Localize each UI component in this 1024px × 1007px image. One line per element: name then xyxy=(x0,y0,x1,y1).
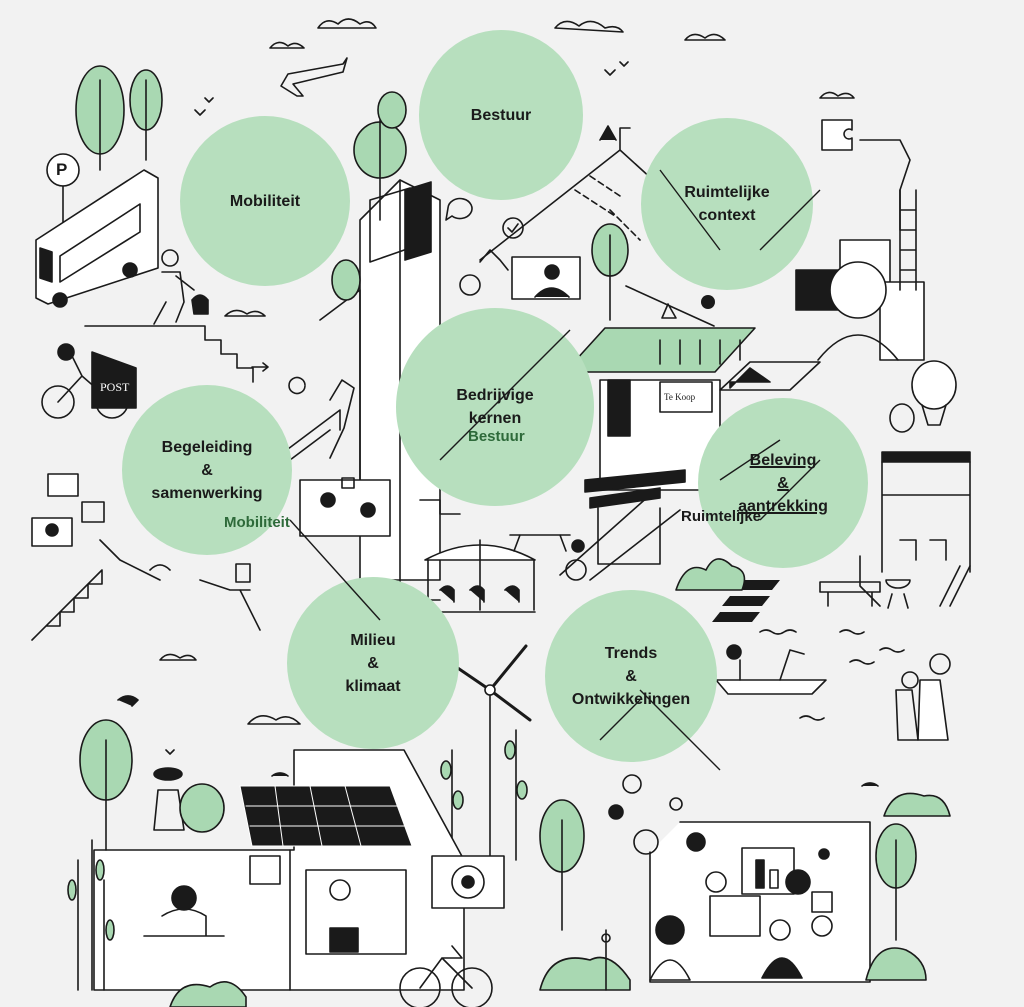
picnic-table-icon xyxy=(509,534,571,552)
solar-panel-icon xyxy=(239,785,413,847)
person-icon xyxy=(99,539,171,581)
bus-icon xyxy=(35,169,159,308)
cafe-building-icon xyxy=(881,451,971,573)
market-stall-icon xyxy=(589,487,661,565)
gardener-icon xyxy=(153,767,185,831)
kitchen-window-icon xyxy=(305,869,407,955)
heat-pump-icon xyxy=(431,855,505,909)
flower-icon xyxy=(601,929,611,991)
tree-icon xyxy=(331,91,407,301)
bubble-mobiliteit[interactable]: Mobiliteit xyxy=(180,116,350,286)
bamboo-icon xyxy=(67,839,115,991)
water-waves-icon xyxy=(759,629,905,721)
te-koop-sign-label: Te Koop xyxy=(664,392,696,402)
hot-air-balloon-icon xyxy=(889,360,957,433)
bubble-label: Milieu & klimaat xyxy=(345,631,401,695)
stairs-icon xyxy=(31,569,103,641)
parking-sign-label: P xyxy=(56,160,68,179)
bench-icon xyxy=(819,581,881,607)
light-bulb-icon xyxy=(622,774,683,811)
bush-icon xyxy=(883,792,951,817)
overlap-label-ruimtelijke: Ruimtelijke xyxy=(681,508,762,525)
shop-building-icon xyxy=(559,379,721,581)
bubble-label: Bestuur xyxy=(470,106,532,124)
bubble-label: Begeleiding & samenwerking xyxy=(151,438,263,502)
tree-icon xyxy=(75,65,163,171)
bicycle-icon xyxy=(399,945,493,1007)
bubble-label: Ruimtelijke context xyxy=(684,184,770,224)
barbecue-icon xyxy=(885,579,911,609)
person-icon xyxy=(859,555,881,607)
bubble-label: Mobiliteit xyxy=(229,192,301,210)
seesaw-icon xyxy=(625,285,715,327)
airplane-icon xyxy=(280,57,348,97)
waving-hand-icon xyxy=(479,249,509,271)
person-presenting-icon xyxy=(649,915,803,981)
bubble-label: Bedrijvige kernen xyxy=(456,387,534,427)
bubble-milieu-klimaat[interactable]: Milieu & klimaat xyxy=(287,577,459,749)
overlap-label-bestuur: Bestuur xyxy=(468,428,525,445)
person-with-dog-icon xyxy=(153,249,209,325)
tree-icon xyxy=(875,823,917,941)
post-label: POST xyxy=(100,380,130,394)
gear-icon xyxy=(633,829,659,855)
bird-icon xyxy=(117,695,139,707)
carousel-icon xyxy=(424,539,536,613)
innovation-room-icon xyxy=(649,821,871,983)
bird-icon xyxy=(271,772,289,777)
video-call-window-icon xyxy=(511,256,581,300)
person-icon xyxy=(817,261,899,361)
vegetable-garden-icon xyxy=(564,327,756,373)
person-painting-icon xyxy=(288,376,355,459)
gear-icon xyxy=(608,804,830,860)
recycling-icon xyxy=(249,855,281,885)
puzzle-piece-icon xyxy=(795,119,925,361)
bush-icon xyxy=(169,981,247,1007)
parking-sign-icon xyxy=(46,153,80,261)
tree-icon xyxy=(539,799,585,931)
wheelchair-icon xyxy=(565,539,587,581)
bubble-trends-ontwikkelingen[interactable]: Trends & Ontwikkelingen xyxy=(545,590,717,762)
tree-icon xyxy=(591,223,629,321)
bubble-bedrijvige-kernen[interactable]: Bedrijvige kernen xyxy=(396,308,594,506)
wind-turbine-icon xyxy=(444,644,532,871)
bird-icon xyxy=(165,61,629,755)
person-at-desk-icon xyxy=(143,885,225,937)
overlap-label-mobiliteit: Mobiliteit xyxy=(224,514,290,531)
person-with-camera-icon xyxy=(895,653,951,741)
sofa-icon xyxy=(729,367,771,389)
postal-cyclist-icon xyxy=(41,343,137,419)
ladder-icon xyxy=(899,189,917,291)
clipboard-icon xyxy=(235,563,251,583)
vine-icon xyxy=(451,729,517,861)
bubble-beleving-aantrekking[interactable]: Beleving & aantrekking xyxy=(698,398,868,568)
bubble-ruimtelijke-context[interactable]: Ruimtelijke context xyxy=(641,118,813,290)
person-icon xyxy=(859,139,911,231)
tree-icon xyxy=(79,719,225,851)
bush-icon xyxy=(675,558,746,591)
ladder-icon xyxy=(939,565,971,607)
boat-icon xyxy=(715,644,827,695)
bird-icon xyxy=(861,782,879,787)
stairs-icon xyxy=(84,325,269,383)
bush-icon xyxy=(539,956,631,991)
map-plan-icon xyxy=(719,361,821,391)
leaf-icon xyxy=(440,740,528,810)
bubble-bestuur[interactable]: Bestuur xyxy=(419,30,583,200)
bubble-label: Trends & Ontwikkelingen xyxy=(571,644,691,708)
video-call-window-icon xyxy=(31,473,105,547)
bush-icon xyxy=(865,947,927,981)
meeting-window-icon xyxy=(299,477,391,537)
cloud-icon xyxy=(159,18,855,725)
person-icon xyxy=(199,579,261,631)
